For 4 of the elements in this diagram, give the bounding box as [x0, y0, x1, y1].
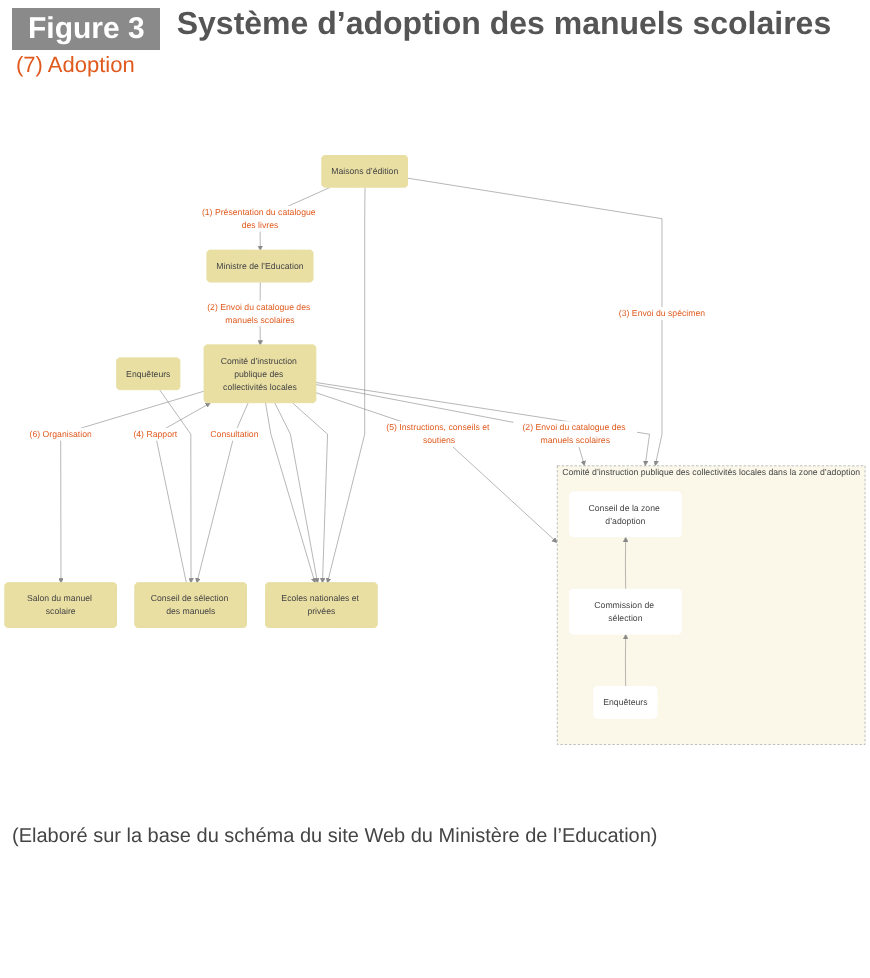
figure-number: Figure 3: [12, 8, 161, 50]
source-caption: (Elaboré sur la base du schéma du site Web du Ministère de l’Education): [10, 824, 660, 852]
diagram-title: Système d’adoption des manuels scolaires: [176, 8, 832, 44]
note-label: (7) Adoption: [16, 54, 135, 78]
